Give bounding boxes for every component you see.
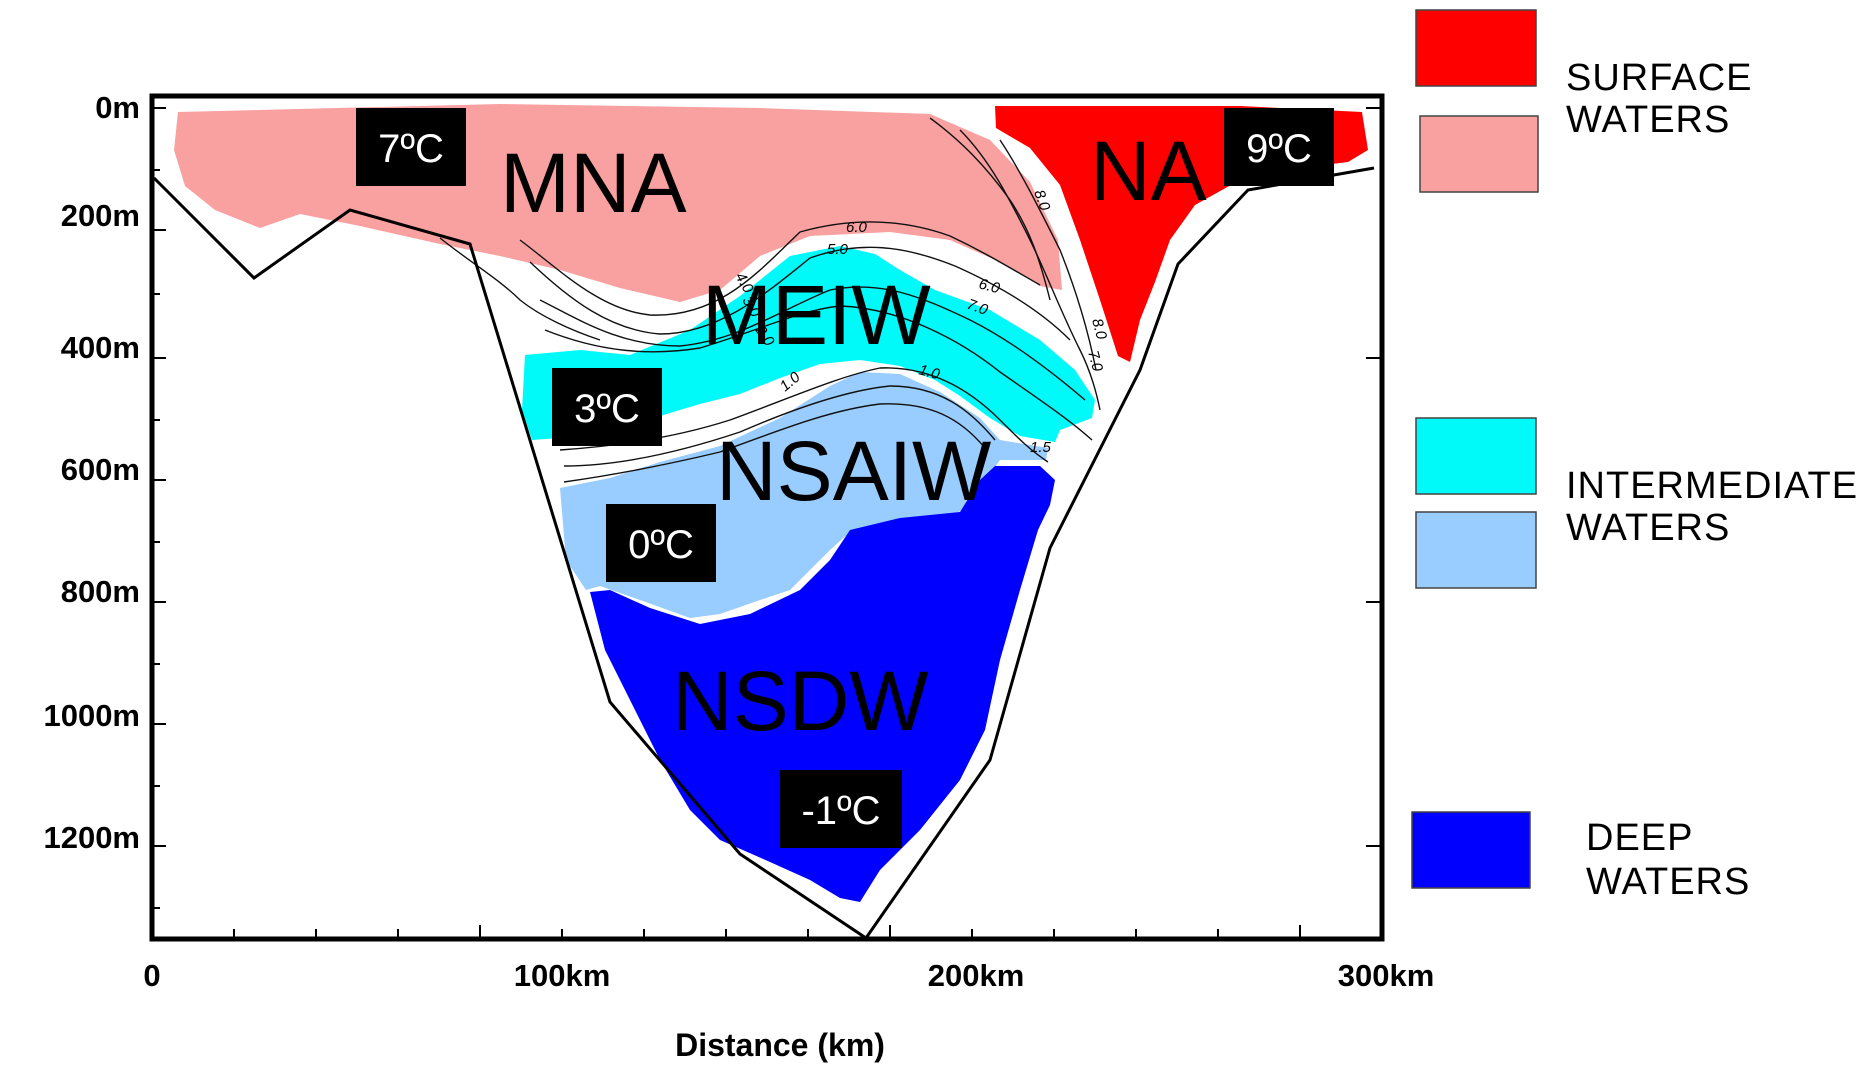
y-tick-label: 0m xyxy=(95,90,140,125)
legend-label: SURFACE xyxy=(1566,57,1752,99)
legend-swatch xyxy=(1411,811,1531,889)
temperature-value: -1ºC xyxy=(801,789,880,833)
legend-label: DEEP xyxy=(1586,817,1693,859)
legend-label: WATERS xyxy=(1566,507,1730,549)
x-tick-label: 0 xyxy=(143,958,160,993)
legend-swatch xyxy=(1415,511,1537,589)
legend-intermediate-waters: INTERMEDIATE WATERS xyxy=(1415,417,1858,589)
water-mass-label-nsaiw: NSAIW xyxy=(716,424,991,518)
x-axis-title: Distance (km) xyxy=(675,1027,885,1063)
axis-minor-ticks xyxy=(152,107,1382,939)
water-mass-nsdw-region xyxy=(590,466,1055,902)
legend-label: WATERS xyxy=(1566,99,1730,141)
water-mass-meiw-region xyxy=(522,246,1095,442)
contour-label: 6.0 xyxy=(977,275,1002,297)
contour-label: 1.0 xyxy=(917,361,942,383)
temperature-value: 0ºC xyxy=(628,523,694,567)
contour-label: 1.5 xyxy=(1030,439,1052,456)
y-tick-label: 1200m xyxy=(43,820,140,855)
x-axis: 0 100km 200km 300km Distance (km) xyxy=(143,958,1434,1063)
temperature-value: 7ºC xyxy=(378,127,444,171)
legend-deep-waters: DEEP WATERS xyxy=(1411,811,1750,903)
x-tick-label: 300km xyxy=(1338,958,1435,993)
legend-label: INTERMEDIATE xyxy=(1566,465,1858,507)
x-tick-label: 200km xyxy=(928,958,1025,993)
water-mass-label-mna: MNA xyxy=(500,136,687,230)
x-tick-label: 100km xyxy=(514,958,611,993)
legend-swatch xyxy=(1415,9,1537,87)
legend-swatch xyxy=(1419,115,1539,193)
isotherm-contours xyxy=(439,117,1101,483)
contour-label: 7.0 xyxy=(1084,349,1106,374)
y-tick-label: 200m xyxy=(61,198,140,233)
y-tick-label: 800m xyxy=(61,574,140,609)
water-mass-label-nsdw: NSDW xyxy=(672,654,929,748)
contour-label: 7.0 xyxy=(965,296,991,319)
water-mass-label-na: NA xyxy=(1090,124,1207,218)
legend-swatch xyxy=(1415,417,1537,495)
y-tick-label: 400m xyxy=(61,330,140,365)
temperature-badge-meiw: 3ºC xyxy=(552,368,662,446)
contour-label: 8.0 xyxy=(1030,188,1053,214)
legend: SURFACE WATERS INTERMEDIATE WATERS DEEP … xyxy=(1411,9,1858,903)
contour-label: 5.0 xyxy=(827,241,849,258)
water-mass-label-meiw: MEIW xyxy=(702,268,931,362)
bathymetry-outline xyxy=(152,166,1375,941)
contour-label: 8.0 xyxy=(1088,317,1110,342)
y-axis: 0m 200m 400m 600m 800m 1000m 1200m xyxy=(43,90,140,855)
temperature-badge-na: 9ºC xyxy=(1224,108,1334,186)
temperature-value: 3ºC xyxy=(574,387,640,431)
temperature-badge-nsaiw: 0ºC xyxy=(606,504,716,582)
legend-surface-waters: SURFACE WATERS xyxy=(1415,9,1752,193)
y-tick-label: 1000m xyxy=(43,698,140,733)
temperature-badge-mna: 7ºC xyxy=(356,108,466,186)
contour-label: 6.0 xyxy=(846,219,868,236)
y-tick-label: 600m xyxy=(61,452,140,487)
legend-label: WATERS xyxy=(1586,861,1750,903)
temperature-value: 9ºC xyxy=(1246,127,1312,171)
temperature-badge-nsdw: -1ºC xyxy=(780,770,902,848)
